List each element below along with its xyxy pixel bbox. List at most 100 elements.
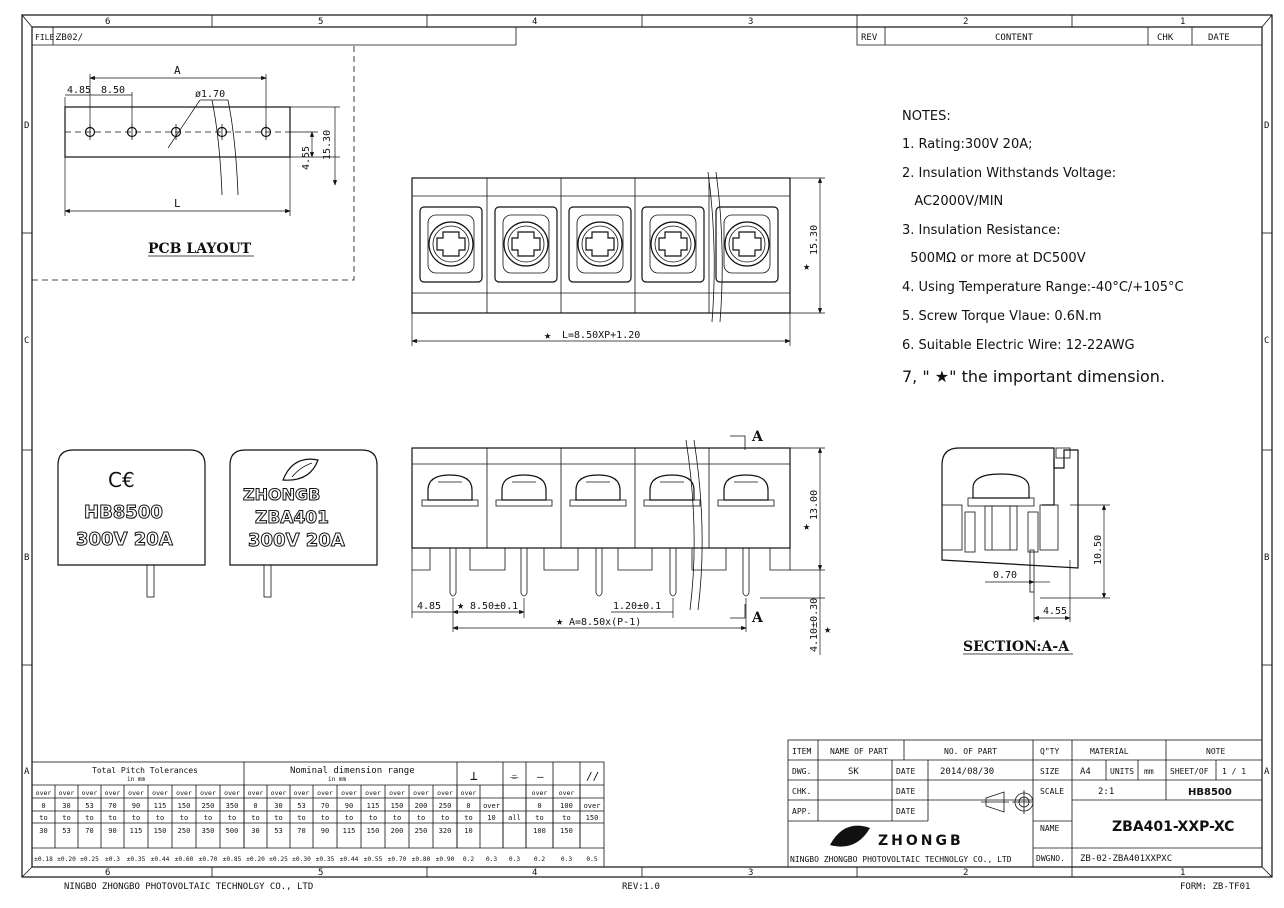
tol-cell-from-4: 90 xyxy=(132,802,140,810)
section-mark-top: A xyxy=(751,429,764,445)
tol-cell-over-12: over xyxy=(317,789,333,797)
tol-cell-tol-22: 0.3 xyxy=(561,856,572,863)
row-c-left: C xyxy=(24,336,29,346)
tb-note: NOTE xyxy=(1206,747,1225,756)
tol-cell-tol-1: ±0.20 xyxy=(57,856,76,863)
tol-cell-from-22: 100 xyxy=(560,802,573,810)
col-1-bottom: 1 xyxy=(1180,868,1185,878)
front-dim-pitch: 8.50±0.1 xyxy=(470,601,518,612)
tol-cell-tol-10: ±0.25 xyxy=(269,856,288,863)
front-dim-485: 4.85 xyxy=(417,601,441,612)
tol-cell-to-11: to xyxy=(297,814,305,822)
pcb-dim-a: A xyxy=(174,64,181,77)
footer: NINGBO ZHONGBO PHOTOVOLTAIC TECHNOLGY CO… xyxy=(64,882,1250,892)
tol-cell-upper-21: 100 xyxy=(533,827,546,835)
pcb-dim-455: 4.55 xyxy=(301,146,312,170)
tb-date-3: DATE xyxy=(896,807,915,816)
tb-material: MATERIAL xyxy=(1090,747,1129,756)
revision-strip: REV CONTENT CHK DATE xyxy=(856,27,1262,46)
tol-cell-upper-18: 10 xyxy=(464,827,472,835)
tol-cell-upper-4: 115 xyxy=(130,827,143,835)
tol-cell-from-16: 200 xyxy=(415,802,428,810)
tol-cell-over-15: over xyxy=(389,789,405,797)
tol-cell-upper-15: 200 xyxy=(391,827,404,835)
notes-title: NOTES: xyxy=(902,109,951,124)
screw-terminal-top-2 xyxy=(494,206,558,283)
note-line-9: 7, " ★" the important dimension. xyxy=(902,367,1165,386)
notes-block: NOTES: 1. Rating:300V 20A; 2. Insulation… xyxy=(902,109,1184,386)
screw-terminal-top-4 xyxy=(641,206,705,283)
screw-front-5 xyxy=(717,474,775,507)
zhongbo-brand-logo-icon xyxy=(830,825,870,847)
tol-cell-over-22: over xyxy=(559,789,575,797)
tb-scale-value: 2:1 xyxy=(1098,787,1114,797)
section-dim-1050: 10.50 xyxy=(1093,535,1104,565)
row-d-right: D xyxy=(1264,121,1269,131)
tol-cell-to-19: 10 xyxy=(487,814,495,822)
tol-cell-over-7: over xyxy=(200,789,216,797)
tol-cell-over-11: over xyxy=(294,789,310,797)
tol-cell-over-8: over xyxy=(224,789,240,797)
tol-cell-from-23: over xyxy=(584,802,601,810)
tol-cell-over-10: over xyxy=(271,789,287,797)
tol-cell-upper-6: 250 xyxy=(178,827,191,835)
tol-cell-to-6: to xyxy=(180,814,188,822)
tol-cell-tol-20: 0.3 xyxy=(509,856,520,863)
tol-cell-from-17: 250 xyxy=(439,802,452,810)
note-line-3: AC2000V/MIN xyxy=(902,194,1003,209)
tb-no-of-part: NO. OF PART xyxy=(944,747,997,756)
front-dim-pinlen: 4.10±0.30 xyxy=(809,598,820,652)
pcb-dim-485: 4.85 xyxy=(67,85,91,96)
tol-cell-to-14: to xyxy=(369,814,377,822)
tol-cell-to-13: to xyxy=(345,814,353,822)
col-2-bottom: 2 xyxy=(963,868,968,878)
tb-brand: ZHONGB xyxy=(878,833,964,849)
tol-cell-upper-16: 250 xyxy=(415,827,428,835)
section-mark-bottom: A xyxy=(751,610,764,626)
pcb-dim-1530: 15.30 xyxy=(322,130,333,160)
title-block: ITEM NAME OF PART NO. OF PART Q"TY MATER… xyxy=(787,739,1263,868)
tol-symbol-perp: ⊥ xyxy=(470,769,478,784)
tb-app: APP. xyxy=(792,807,811,816)
pcb-dim-hole: ø1.70 xyxy=(195,89,225,100)
tol-symbol-flat: — xyxy=(537,770,544,783)
footer-company: NINGBO ZHONGBO PHOTOVOLTAIC TECHNOLGY CO… xyxy=(64,882,313,892)
tol-cell-from-7: 250 xyxy=(202,802,215,810)
tb-date-value: 2014/08/30 xyxy=(940,767,994,777)
tol-cell-over-17: over xyxy=(437,789,453,797)
tol-cell-from-3: 70 xyxy=(108,802,116,810)
tol-cell-upper-13: 115 xyxy=(343,827,356,835)
pcb-title: PCB LAYOUT xyxy=(148,241,252,257)
tb-company: NINGBO ZHONGBO PHOTOVOLTAIC TECHNOLGY CO… xyxy=(790,855,1012,864)
file-strip: FILE: ZB02/ xyxy=(32,27,517,46)
date-label: DATE xyxy=(1208,33,1230,43)
section-dim-070: 0.70 xyxy=(993,570,1017,581)
tb-size: SIZE xyxy=(1040,767,1059,776)
label-right-rating: 300V 20A xyxy=(248,530,345,551)
tol-cell-over-16: over xyxy=(413,789,429,797)
front-dim-1300: 13.00 xyxy=(809,490,820,520)
tol-cell-upper-22: 150 xyxy=(560,827,573,835)
top-star-height: ★ xyxy=(803,259,810,273)
tol-cell-tol-17: ±0.90 xyxy=(436,856,455,863)
tol-cell-tol-14: ±0.55 xyxy=(364,856,383,863)
tol-cell-from-10: 30 xyxy=(274,802,282,810)
tol-title-mid-unit: in mm xyxy=(328,776,346,783)
tol-cell-to-8: to xyxy=(228,814,236,822)
tol-cell-tol-13: ±0.44 xyxy=(340,856,359,863)
row-d-left: D xyxy=(24,121,29,131)
tol-cell-upper-12: 90 xyxy=(321,827,329,835)
tol-cell-upper-1: 53 xyxy=(62,827,70,835)
tol-cell-to-20: all xyxy=(508,814,521,822)
tol-cell-to-5: to xyxy=(156,814,164,822)
tol-cell-from-6: 150 xyxy=(178,802,191,810)
tol-cell-upper-3: 90 xyxy=(108,827,116,835)
tb-sheet-value: 1 / 1 xyxy=(1222,767,1246,776)
tb-name: NAME xyxy=(1040,824,1059,833)
label-left: C€ HB8500 300V 20A xyxy=(57,449,206,598)
screw-terminal-top-5 xyxy=(715,206,779,283)
tol-cell-over-5: over xyxy=(152,789,168,797)
col-5-top: 5 xyxy=(318,17,323,27)
col-6-bottom: 6 xyxy=(105,868,110,878)
